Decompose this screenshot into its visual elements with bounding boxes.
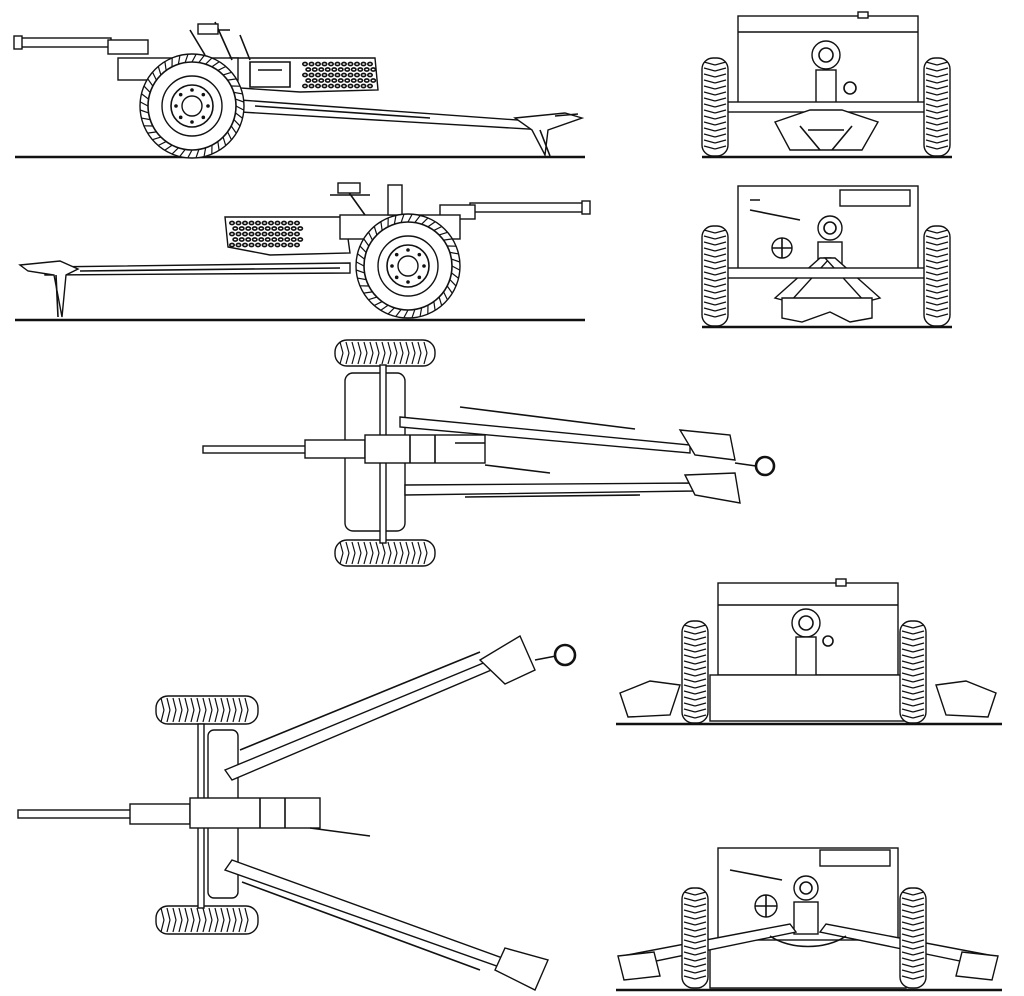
left-wheel [681,620,709,724]
lower-shield [709,939,907,989]
side-view-left-travel [13,21,585,159]
left-wheel [681,887,709,989]
gun-barrel [17,797,371,837]
gun-barrel [439,200,591,220]
right-wheel [923,57,951,157]
breech-and-sights [729,869,819,935]
muzzle-and-breech [791,608,834,686]
muzzle-and-breech [811,40,857,111]
top-view-travel [202,339,776,567]
right-wheel [923,225,951,327]
front-view-travel [701,11,952,159]
trail-leg [239,99,585,158]
wheel-top [155,695,259,935]
rear-view-travel [701,185,952,329]
spread-trails [619,680,997,718]
gun-shield [224,216,351,256]
left-wheel [701,225,729,327]
trail-legs [223,634,577,991]
right-wheel [899,887,927,989]
front-view-firing [616,578,1002,726]
road-wheel [355,213,461,319]
lower-shield [709,674,907,722]
trail-leg [18,260,351,318]
left-wheel [701,57,729,157]
trail-legs [399,406,776,504]
rear-view-firing [616,847,1002,992]
right-wheel [899,620,927,724]
gun-shield [229,57,379,93]
road-wheel [139,53,245,159]
gun-barrel [13,35,149,55]
axle [725,267,927,279]
side-view-right-travel [15,182,591,322]
wheel-top [334,339,436,567]
gun-barrel [202,434,551,474]
top-view-firing [17,634,577,991]
axle-and-suspension [725,101,927,151]
